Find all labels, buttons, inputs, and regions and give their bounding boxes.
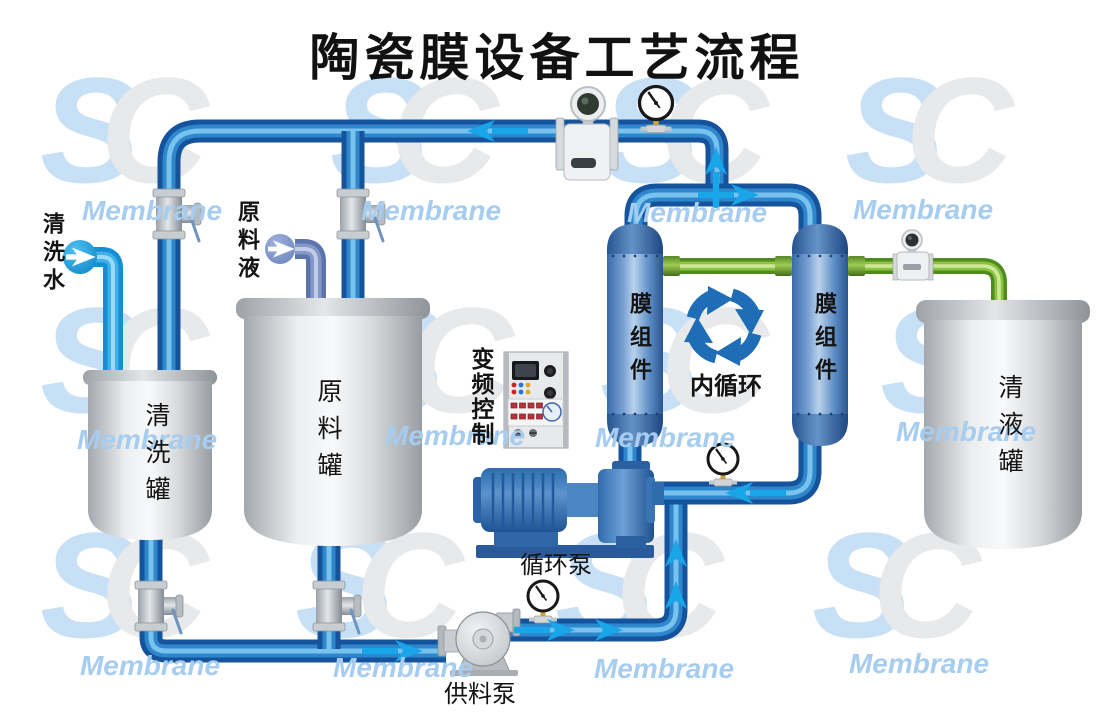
membrane-watermark: Membrane [848, 648, 990, 679]
permeate-flowmeter-icon [892, 229, 934, 281]
membrane-watermark: Membrane [79, 650, 221, 681]
vfd-control-panel [503, 351, 569, 449]
feed-pump [437, 608, 521, 676]
page-title: 陶瓷膜设备工艺流程 [309, 30, 805, 86]
membrane-watermark: Membrane [81, 195, 223, 226]
flowmeter-icon [555, 86, 619, 181]
valve-icon [133, 579, 185, 635]
valve-icon [311, 579, 363, 635]
membrane-module-right [792, 224, 848, 446]
membrane-watermark: Membrane [852, 194, 994, 225]
clear-tank-label: 清液罐 [995, 374, 1022, 485]
raw-liquid-label: 原料液 [235, 200, 260, 284]
clean-tank [83, 370, 217, 540]
membrane-watermark: Membrane [384, 420, 526, 451]
membrane-watermark: Membrane [360, 195, 502, 226]
clean-tank-label: 清洗罐 [142, 402, 169, 513]
clean-water-label: 清洗水 [40, 212, 65, 296]
green-pipe-fitting [663, 256, 865, 276]
membrane-watermark: Membrane [626, 197, 768, 228]
membrane-watermark: Membrane [593, 653, 735, 684]
membrane-module-label: 膜组件 [812, 292, 837, 391]
inner-circulation-label: 内循环 [690, 374, 762, 400]
raw-tank-label: 原料罐 [314, 378, 341, 489]
pressure-gauge-icon [526, 579, 560, 625]
raw-tank [236, 298, 430, 546]
recycle-icon [684, 286, 764, 366]
membrane-watermark: Membrane [895, 416, 1037, 447]
circulation-pump [473, 461, 664, 558]
membrane-watermark: Membrane [76, 424, 218, 455]
clean-water-inlet-icon [63, 240, 97, 274]
membrane-watermark: Membrane [594, 422, 736, 453]
circulation-pump-label: 循环泵 [520, 553, 592, 579]
membrane-module-left [607, 224, 663, 446]
raw-liquid-inlet-icon [265, 234, 295, 264]
membrane-watermark: Membrane [332, 652, 474, 683]
vfd-control-label: 变频控制 [468, 347, 493, 447]
sc-logo-watermark: SC [845, 46, 1014, 214]
feed-pump-label: 供料泵 [444, 682, 516, 708]
clear-tank [916, 300, 1090, 549]
membrane-module-label: 膜组件 [627, 292, 652, 391]
